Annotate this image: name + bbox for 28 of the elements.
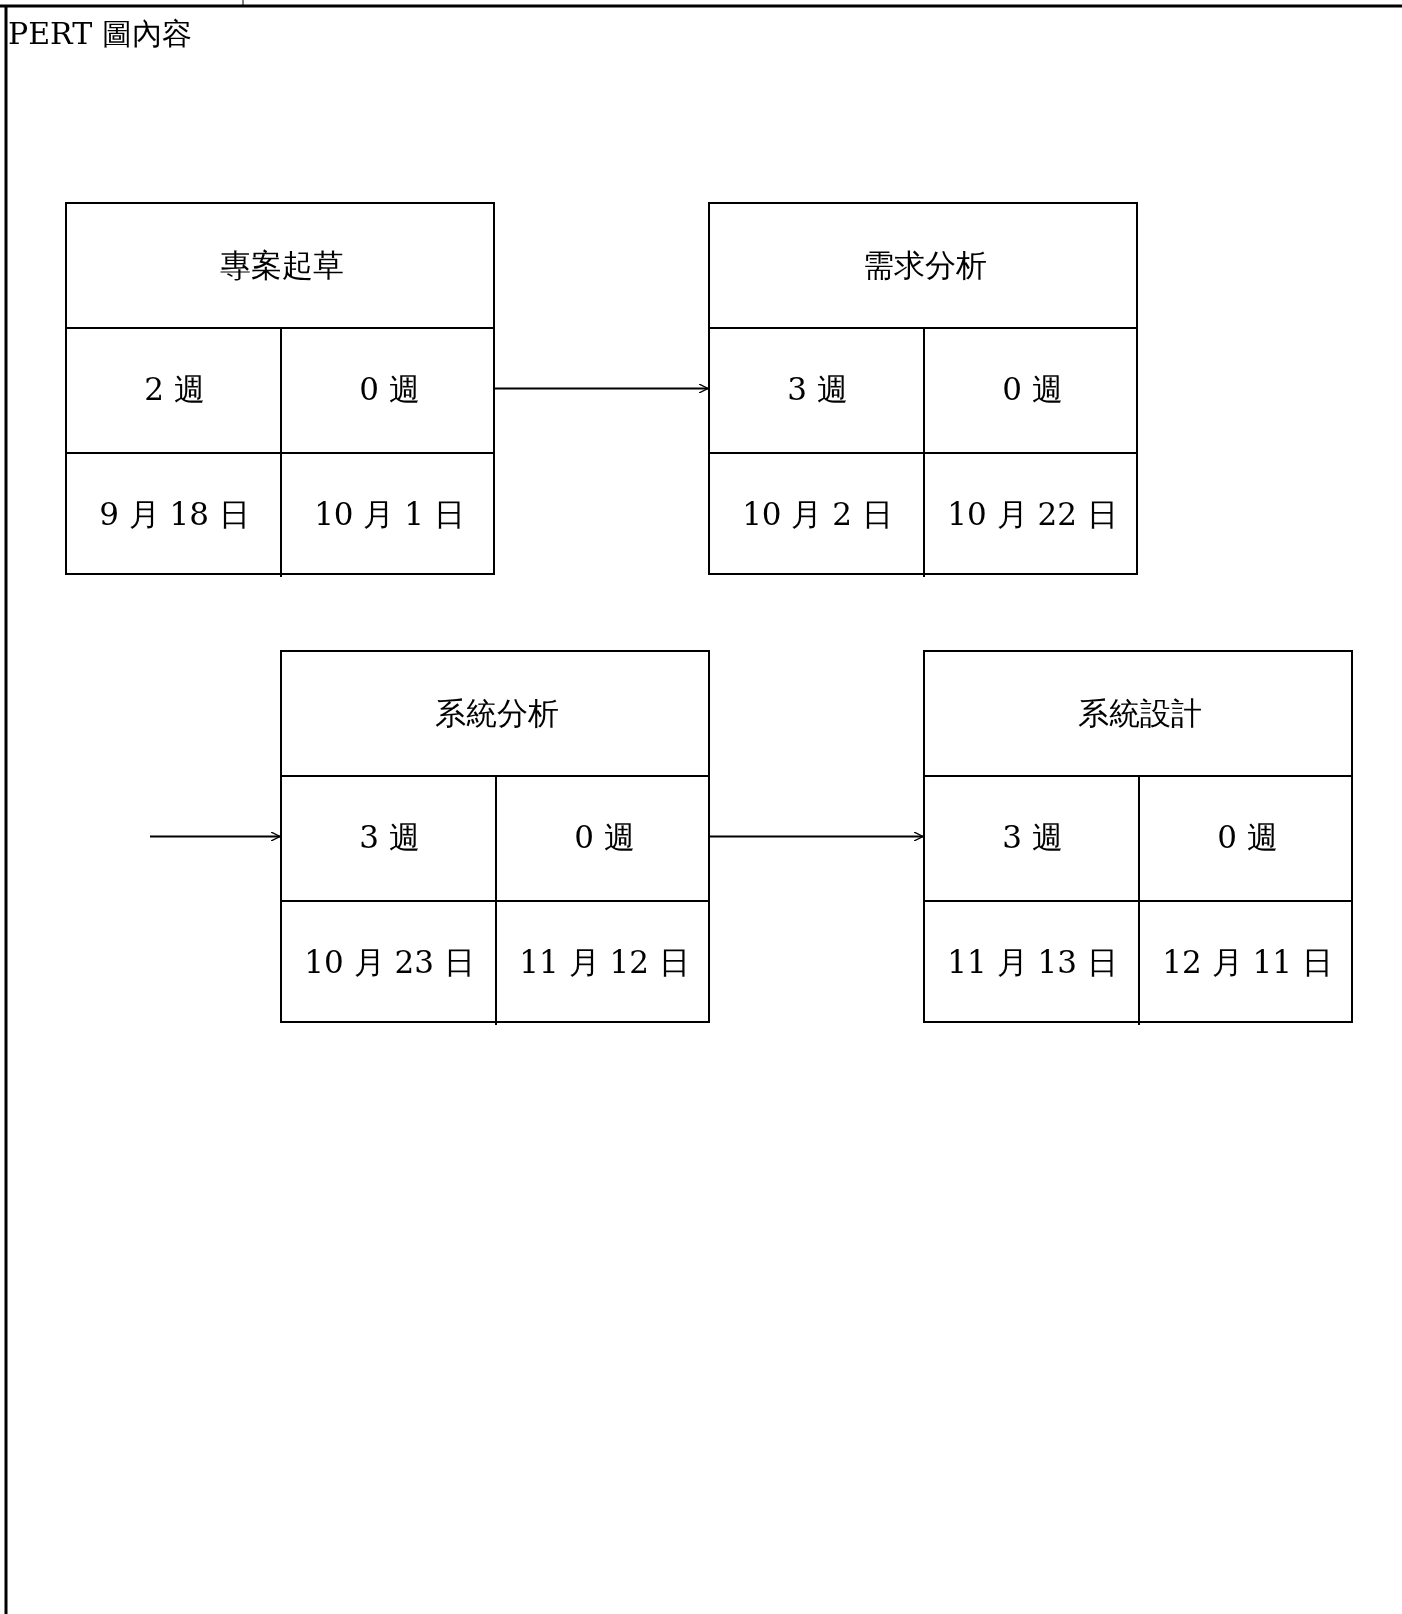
duration-label: 2 週 <box>144 370 205 410</box>
duration-label: 3 週 <box>1002 818 1063 858</box>
slack-label: 0 週 <box>359 370 420 410</box>
slack-label: 0 週 <box>1217 818 1278 858</box>
slack-label: 0 週 <box>574 818 635 858</box>
duration-label: 3 週 <box>359 818 420 858</box>
start-date: 9 月 18 日 <box>99 494 250 534</box>
end-date: 12 月 11 日 <box>1162 942 1333 982</box>
pert-node-box <box>280 650 710 1023</box>
task-name: 系統分析 <box>435 694 559 734</box>
pert-node-box <box>708 202 1138 575</box>
start-date: 11 月 13 日 <box>947 942 1118 982</box>
start-date: 10 月 23 日 <box>304 942 475 982</box>
end-date: 10 月 1 日 <box>314 494 465 534</box>
arrow <box>149 831 281 842</box>
task-name: 專案起草 <box>220 246 344 286</box>
duration-label: 3 週 <box>787 370 848 410</box>
task-name: 系統設計 <box>1078 694 1202 734</box>
arrow <box>709 831 924 842</box>
task-name: 需求分析 <box>863 246 987 286</box>
end-date: 11 月 12 日 <box>519 942 690 982</box>
end-date: 10 月 22 日 <box>947 494 1118 534</box>
pert-node-box <box>65 202 495 575</box>
arrow <box>494 383 709 394</box>
diagram-title: PERT 圖內容 <box>8 15 192 53</box>
slack-label: 0 週 <box>1002 370 1063 410</box>
pert-node-box <box>923 650 1353 1023</box>
start-date: 10 月 2 日 <box>742 494 893 534</box>
